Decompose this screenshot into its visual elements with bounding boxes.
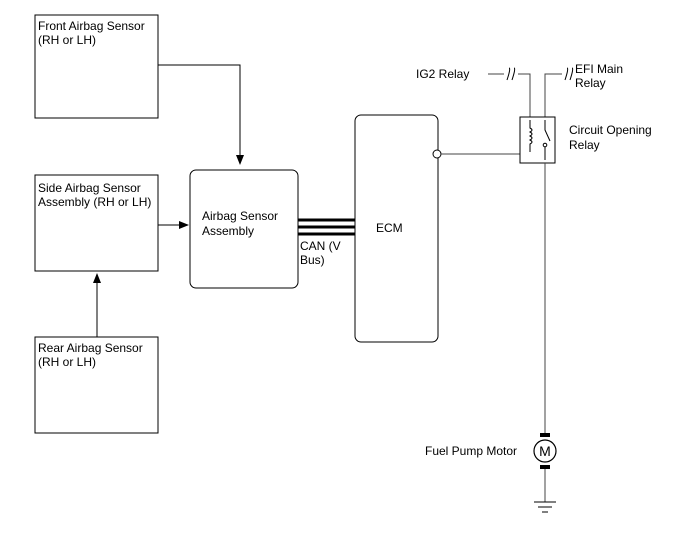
efi-break-mark-1 bbox=[564, 67, 569, 81]
rear-airbag-sensor-label-line2: (RH or LH) bbox=[38, 355, 96, 369]
front-airbag-sensor-label-line2: (RH or LH) bbox=[38, 33, 96, 47]
ecm-block: ECM bbox=[354, 114, 442, 343]
efi-main-relay-label-line1: EFI Main bbox=[575, 62, 623, 76]
side-airbag-sensor-block: Side Airbag Sensor Assembly (RH or LH) bbox=[34, 174, 159, 272]
ig2-break-mark-2 bbox=[511, 67, 516, 81]
motor-icon bbox=[533, 439, 557, 463]
fuel-pump-motor-label: Fuel Pump Motor bbox=[425, 444, 517, 458]
side-airbag-sensor-label-line1: Side Airbag Sensor bbox=[38, 181, 141, 195]
circuit-opening-relay bbox=[519, 116, 556, 164]
motor-symbol: M bbox=[539, 443, 551, 459]
relay-coil-icon bbox=[528, 120, 533, 152]
can-bus bbox=[298, 218, 355, 236]
efi-main-relay-label-line2: Relay bbox=[575, 76, 606, 90]
ecm-terminal bbox=[432, 149, 442, 159]
front-sensor-connection bbox=[158, 64, 244, 165]
can-bus-label-line1: CAN (V bbox=[300, 239, 341, 253]
front-airbag-sensor-label-line1: Front Airbag Sensor bbox=[38, 19, 145, 33]
side-airbag-sensor-label-line2: Assembly (RH or LH) bbox=[38, 195, 151, 209]
fuel-pump-motor: M bbox=[533, 433, 557, 469]
circuit-opening-relay-label-line1: Circuit Opening bbox=[569, 123, 652, 137]
efi-break-mark-2 bbox=[569, 67, 574, 81]
airbag-sensor-assembly-label-line1: Airbag Sensor bbox=[202, 209, 278, 223]
ig2-relay-wire bbox=[518, 73, 531, 118]
can-bus-label-line2: Bus) bbox=[300, 253, 325, 267]
rear-airbag-sensor-label-line1: Rear Airbag Sensor bbox=[38, 341, 143, 355]
relay-switch-icon bbox=[544, 120, 551, 142]
ig2-relay-label: IG2 Relay bbox=[416, 67, 469, 81]
efi-main-relay-wire bbox=[544, 73, 556, 118]
rear-airbag-sensor-block: Rear Airbag Sensor (RH or LH) bbox=[34, 336, 159, 434]
airbag-sensor-assembly-block: Airbag Sensor Assembly bbox=[189, 169, 299, 289]
circuit-opening-relay-label-line2: Relay bbox=[569, 138, 600, 152]
ground-icon bbox=[534, 501, 556, 513]
front-airbag-sensor-block: Front Airbag Sensor (RH or LH) bbox=[34, 14, 159, 119]
ig2-break-mark-1 bbox=[506, 67, 511, 81]
ecm-label: ECM bbox=[376, 221, 403, 235]
airbag-sensor-assembly-label-line2: Assembly bbox=[202, 224, 254, 238]
